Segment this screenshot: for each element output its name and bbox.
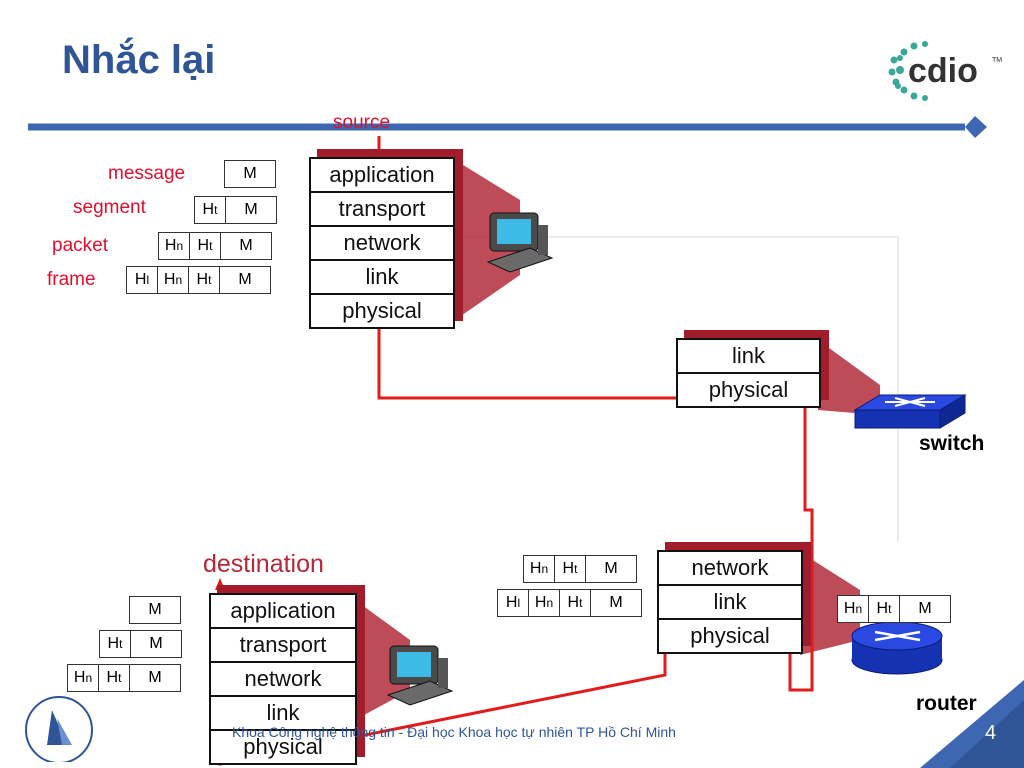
destination-stack: application transport network link physi… [209,593,357,765]
switch-label: switch [919,432,985,455]
layer-application: application [311,159,453,193]
slide-title: Nhắc lại [62,38,216,82]
router-stack: network link physical [657,550,803,654]
payload-m: M [244,201,258,218]
title-rule-diamond [965,116,987,138]
layer-link: link [311,261,453,295]
layer-physical: physical [342,298,422,323]
layer-network: network [311,227,453,261]
switch-projection [818,340,880,415]
payload-m: M [609,594,623,611]
payload-m: M [148,669,162,686]
layer-transport: transport [211,629,355,663]
source-computer-icon [486,212,554,273]
layer-physical: physical [690,623,770,648]
payload-m: M [149,635,163,652]
destination-label: destination [203,550,324,578]
network-outline [455,236,899,542]
footer-text: Khoa Công nghệ thông tin - Đại học Khoa … [232,724,676,740]
payload-m: M [239,237,253,254]
data-path-arrow [215,578,225,590]
payload-m: M [238,271,252,288]
layer-network: network [211,663,355,697]
destination-computer-icon [386,645,454,706]
payload-m: M [148,601,162,618]
layer-transport: transport [311,193,453,227]
switch-icon [853,394,967,429]
layer-link: link [678,340,819,374]
layer-physical: physical [243,734,323,759]
layer-link: link [659,586,801,620]
payload-m: M [918,600,932,617]
frame-label: frame [47,269,96,290]
segment-label: segment [73,197,146,218]
payload-m: M [604,560,618,577]
message-label: message [108,163,186,184]
footer-corner-inner [950,700,1024,768]
router-icon [851,621,943,675]
logo-tm: TM [992,57,1002,64]
logo-text: cdio [908,52,978,90]
router-label: router [916,692,977,715]
cdio-logo: cdio TM [870,30,1010,110]
layer-network: network [659,552,801,586]
university-seal [12,690,107,764]
payload-m: M [243,165,257,182]
layer-link: link [211,697,355,731]
source-projection [455,160,520,320]
router-projection [800,552,860,655]
layer-application: application [211,595,355,629]
source-label: source [333,112,391,133]
destination-projection [355,600,410,720]
layer-physical: physical [708,377,789,402]
packet-label: packet [52,235,108,256]
message-box: M [224,160,276,188]
page-number: 4 [985,722,997,744]
source-stack: application transport network link physi… [309,157,455,329]
switch-stack: link physical [676,338,821,408]
dest-message-box: M [129,596,181,624]
